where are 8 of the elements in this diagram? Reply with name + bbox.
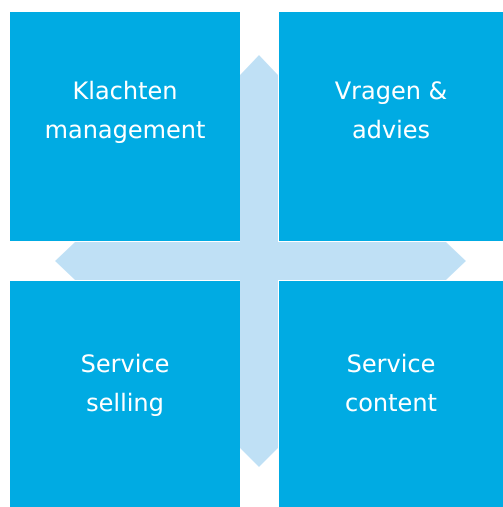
quadrant-box (279, 281, 503, 507)
quadrant-label: Service content (344, 349, 438, 419)
quadrant-label: Klachten management (44, 76, 206, 146)
quadrant-box (10, 281, 240, 507)
quadrant-box (279, 12, 503, 241)
quadrant-label: Service selling (80, 349, 170, 419)
quadrant-label: Vragen & advies (334, 76, 448, 146)
quadrant-box (10, 12, 240, 241)
